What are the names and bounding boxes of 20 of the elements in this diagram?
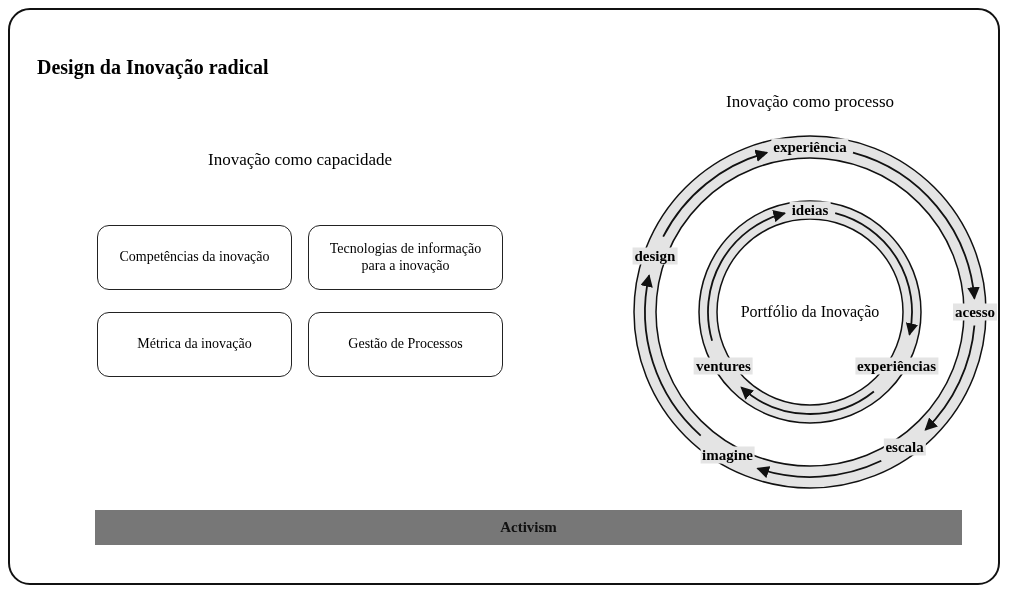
arrow xyxy=(756,459,883,478)
capability-box: Gestão de Processos xyxy=(308,312,503,377)
cycle-step-label: design xyxy=(632,247,678,265)
cycle-step-label: experiência xyxy=(771,138,849,156)
arrow xyxy=(641,274,702,437)
capability-box: Tecnologias de informação para a inovação xyxy=(308,225,503,290)
activism-bar: Activism xyxy=(95,510,962,545)
cycle-step-label: experiências xyxy=(854,357,939,375)
cycle-step-label: ideias xyxy=(789,201,831,219)
center-label: Portfólio da Inovação xyxy=(740,303,880,321)
cycle-step-label: ventures xyxy=(694,357,753,375)
section-heading: Inovação como capacidade xyxy=(207,150,393,170)
cycle-step-label: escala xyxy=(883,438,926,456)
section-heading: Inovação como processo xyxy=(725,92,895,112)
cycle-step-label: imagine xyxy=(700,446,755,464)
diagram-title: Design da Inovação radical xyxy=(37,56,269,79)
cycle-step-label: acesso xyxy=(953,303,997,321)
capability-box: Competências da inovação xyxy=(97,225,292,290)
arrow xyxy=(852,151,979,300)
capability-box: Métrica da inovação xyxy=(97,312,292,377)
